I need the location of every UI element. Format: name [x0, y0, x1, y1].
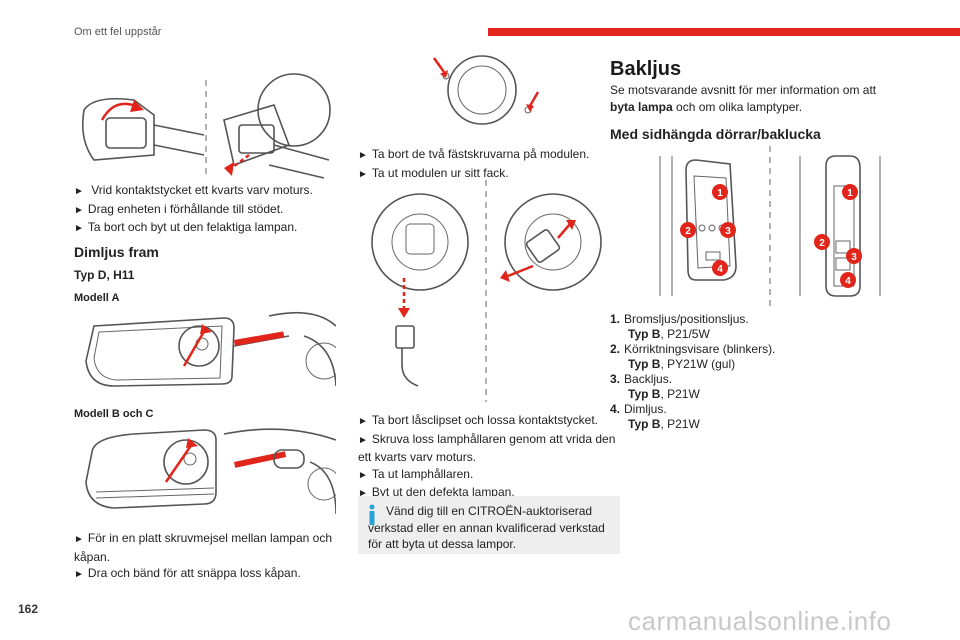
callout-2-left: 2: [680, 222, 696, 238]
arrow-right-icon: ►: [74, 204, 84, 216]
legend-item: 2.Körriktningsvisare (blinkers). Typ B, …: [610, 342, 776, 371]
step-item: ►Ta bort låsclipset och lossa kontaktsty…: [358, 413, 599, 427]
svg-text:2: 2: [685, 226, 691, 237]
lamp-holder-illustration: [371, 180, 602, 402]
page-number: 162: [18, 602, 39, 616]
info-icon: [369, 504, 375, 525]
svg-text:3: 3: [851, 252, 857, 263]
steps-lamp-holder: ►Ta bort låsclipset och lossa kontaktsty…: [358, 412, 620, 503]
callout-1-right: 1: [842, 184, 858, 200]
callout-3-right: 3: [846, 248, 862, 264]
label-model-a: Modell A: [74, 292, 120, 304]
arrow-right-icon: ►: [74, 534, 84, 545]
steps-connector: ► Vrid kontaktstycket ett kvarts varv mo…: [74, 182, 336, 238]
model-a-fog-light-illustration: [85, 311, 336, 387]
header-accent-bar: [488, 28, 960, 36]
info-note-text: Vänd dig till en CITROËN-auktoriserad ve…: [368, 504, 605, 551]
step-item: ►Ta ut lamphållaren.: [358, 466, 474, 481]
subheading-side-doors: Med sidhängda dörrar/baklucka: [610, 126, 821, 142]
rear-light-cluster-illustration: 1 2 3 4 1 2 3 4: [659, 146, 881, 306]
bulb-legend: 1.Bromsljus/positionsljus. Typ B, P21/5W…: [610, 312, 900, 432]
legend-item: 1.Bromsljus/positionsljus. Typ B, P21/5W: [610, 312, 749, 341]
step-item: ►Ta ut modulen ur sitt fack.: [358, 165, 509, 180]
svg-text:3: 3: [725, 226, 731, 237]
callout-1-left: 1: [712, 184, 728, 200]
label-model-bc: Modell B och C: [74, 408, 154, 420]
legend-item: 3.Backljus. Typ B, P21W: [610, 372, 700, 401]
subheading-type: Typ D, H11: [74, 268, 135, 282]
callout-4-right: 4: [840, 272, 856, 288]
step-item: ►Ta bort de två fästskruvarna på modulen…: [358, 147, 590, 161]
arrow-right-icon: ►: [358, 416, 368, 427]
callout-2-right: 2: [814, 234, 830, 250]
step-item: ►Skruva loss lamphållaren genom att vrid…: [358, 431, 616, 465]
svg-text:2: 2: [819, 238, 825, 249]
step-item: ►Ta bort och byt ut den felaktiga lampan…: [74, 220, 298, 234]
svg-text:1: 1: [717, 188, 723, 199]
step-item: ►För in en platt skruvmejsel mellan lamp…: [74, 531, 333, 564]
arrow-right-icon: ►: [74, 569, 84, 580]
svg-text:4: 4: [845, 276, 851, 287]
running-header: Om ett fel uppstår: [74, 26, 162, 38]
arrow-right-icon: ►: [358, 488, 368, 499]
step-item: ►Dra och bänd för att snäppa loss kåpan.: [74, 566, 301, 580]
arrow-right-icon: ►: [74, 223, 84, 234]
arrow-right-icon: ►: [74, 186, 84, 197]
module-screws-illustration: [432, 55, 540, 125]
svg-text:1: 1: [847, 188, 853, 199]
arrow-right-icon: ►: [358, 168, 368, 180]
heading-fog-lights-front: Dimljus fram: [74, 244, 159, 260]
info-note-box: Vänd dig till en CITROËN-auktoriserad ve…: [358, 496, 620, 554]
arrow-right-icon: ►: [358, 434, 368, 446]
callout-3-left: 3: [720, 222, 736, 238]
arrow-right-icon: ►: [358, 469, 368, 481]
rear-lights-intro: Se motsvarande avsnitt för mer informati…: [610, 83, 877, 114]
title-rear-lights: Bakljus: [610, 58, 682, 80]
step-item: ►Drag enheten i förhållande till stödet.: [74, 201, 284, 216]
arrow-right-icon: ►: [358, 150, 368, 161]
step-item: ►Byt ut den defekta lampan.: [358, 485, 515, 499]
model-bc-fog-light-illustration: [85, 428, 336, 515]
steps-module: ►Ta bort de två fästskruvarna på modulen…: [358, 146, 620, 183]
svg-text:4: 4: [717, 264, 723, 275]
step-item: ► Vrid kontaktstycket ett kvarts varv mo…: [74, 183, 313, 197]
steps-cover-removal: ►För in en platt skruvmejsel mellan lamp…: [74, 530, 336, 584]
callout-4-left: 4: [712, 260, 728, 276]
legend-item: 4.Dimljus. Typ B, P21W: [610, 402, 700, 431]
watermark-text: carmanualsonline.info: [628, 606, 892, 636]
connector-rotation-illustration: [81, 73, 331, 179]
